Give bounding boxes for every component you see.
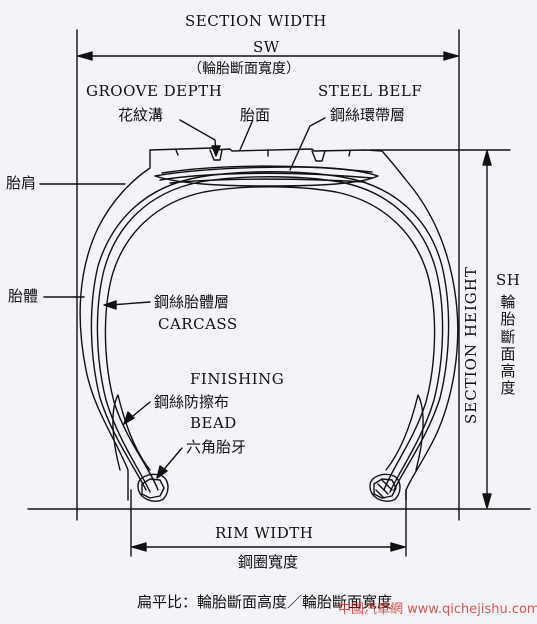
bead-core-cn-label: 六角胎牙	[186, 438, 247, 456]
groove-2	[311, 150, 326, 162]
leader-chafer-arrow	[123, 411, 135, 425]
sw-arrow-right	[443, 51, 459, 61]
steel-belt-label: STEEL BELF	[318, 82, 423, 100]
sw-cn-label: （輪胎斷面寬度）	[188, 61, 300, 77]
tire-outer-profile	[79, 147, 459, 501]
rim-width-label: RIM WIDTH	[215, 524, 314, 542]
leader-bead-arrow	[156, 465, 168, 479]
sh-label: SH	[496, 271, 521, 289]
section-width-label: SECTION WIDTH	[185, 12, 327, 30]
sh-arrow-top	[482, 150, 492, 166]
groove-depth-label: GROOVE DEPTH	[86, 82, 223, 100]
watermark: 中國汽車網 www.qichejishu.com	[338, 602, 537, 617]
chafer	[112, 394, 151, 471]
steel-belt	[169, 178, 366, 184]
chafer-cn-label: 鋼絲防擦布	[154, 393, 230, 411]
inner-liner	[104, 186, 436, 491]
bead-hatch	[375, 479, 393, 499]
carcass-cn-label: 鋼絲胎體層	[154, 293, 230, 311]
sw-label: SW	[253, 38, 280, 56]
finishing-label: FINISHING	[190, 370, 285, 388]
groove-1	[209, 149, 223, 161]
sw-arrow-left	[77, 51, 93, 61]
steel-belt	[161, 165, 373, 174]
leader-steel-belt	[289, 117, 326, 171]
carcass-ply	[90, 171, 450, 491]
leader-carcass-arrow	[103, 300, 117, 310]
steel-belt-cn-label: 鋼絲環帶層	[330, 106, 406, 124]
bead-core-left	[141, 478, 165, 499]
bead-label: BEAD	[190, 414, 237, 432]
sidewall-cn-label: 胎體	[8, 287, 39, 305]
carcass-ply	[96, 176, 444, 493]
bead-core-right	[373, 478, 397, 499]
carcass-label: CARCASS	[158, 315, 238, 333]
rim-arrow-left	[131, 542, 147, 552]
steel-belt	[159, 172, 373, 181]
tread-sipe	[348, 150, 351, 157]
aspect-ratio-caption: 扁平比：輪胎斷面高度／輪胎斷面寬度	[137, 593, 393, 611]
leader-tread	[239, 121, 253, 151]
bead-core-right-ring	[369, 473, 401, 502]
leader-groove-arrow	[211, 145, 221, 157]
tread-sipe	[175, 149, 179, 156]
chafer	[385, 394, 424, 471]
sh-arrow-bottom	[482, 493, 492, 509]
groove-cn-label: 花紋溝	[118, 106, 164, 124]
rim-width-cn-label: 鋼圈寬度	[238, 553, 299, 571]
rim-arrow-right	[390, 542, 406, 552]
shoulder-cn-label: 胎肩	[6, 174, 37, 192]
section-height-label: SECTION HEIGHT	[462, 266, 480, 424]
bead-core-left-ring	[137, 473, 169, 502]
steel-belt	[154, 166, 379, 187]
tread-cn-label: 胎面	[240, 106, 271, 124]
sh-cn-label: 輪胎斷面高度	[500, 293, 516, 398]
